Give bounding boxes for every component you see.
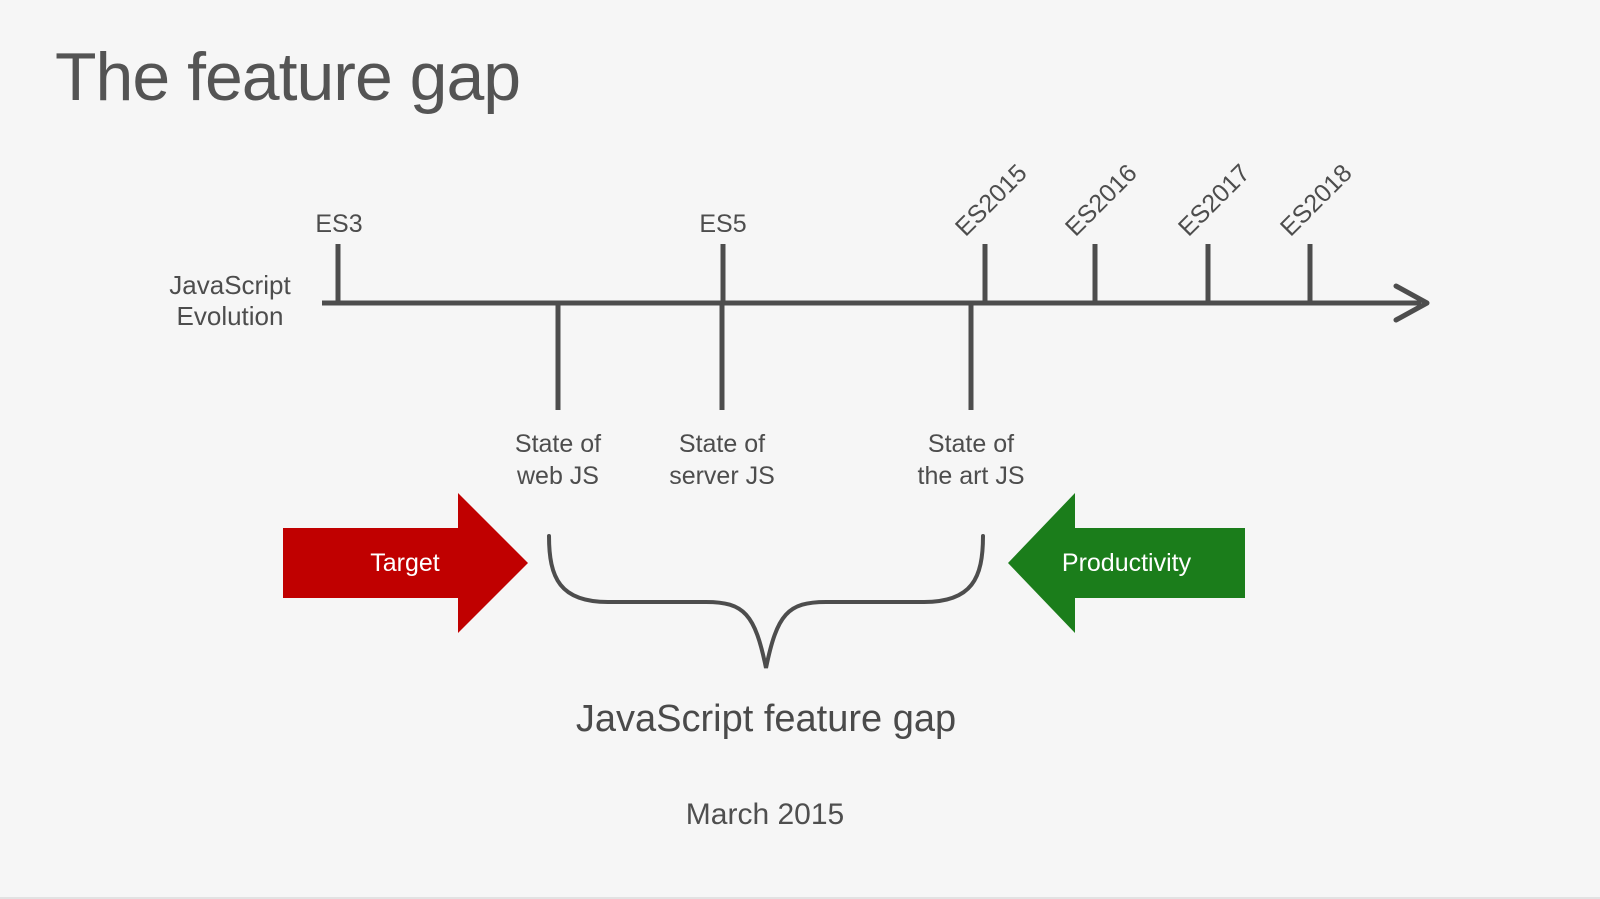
marker-label-es5: ES5 (699, 210, 747, 238)
marker-label-es3: ES3 (315, 210, 363, 238)
timeline-arrowhead-icon (1393, 283, 1430, 323)
target-arrow-label: Target (370, 548, 440, 577)
slide-title: The feature gap (55, 39, 521, 115)
productivity-arrow-label: Productivity (1061, 548, 1192, 577)
date-label: March 2015 (685, 798, 845, 831)
productivity-arrow-body (1075, 528, 1245, 598)
label-state-of-the-art-js: State of the art JS (917, 430, 1025, 490)
slide-bottom-edge (0, 897, 1600, 899)
timeline-axis-label: JavaScript Evolution (169, 270, 291, 331)
label-state-of-server-js: State of server JS (669, 430, 775, 490)
target-arrow-body (283, 528, 458, 598)
target-arrow-head-icon (458, 493, 528, 633)
feature-gap-label: JavaScript feature gap (575, 698, 957, 740)
feature-gap-brace (547, 534, 985, 669)
productivity-arrow-head-icon (1008, 493, 1075, 633)
label-state-of-web-js: State of web JS (514, 430, 602, 490)
